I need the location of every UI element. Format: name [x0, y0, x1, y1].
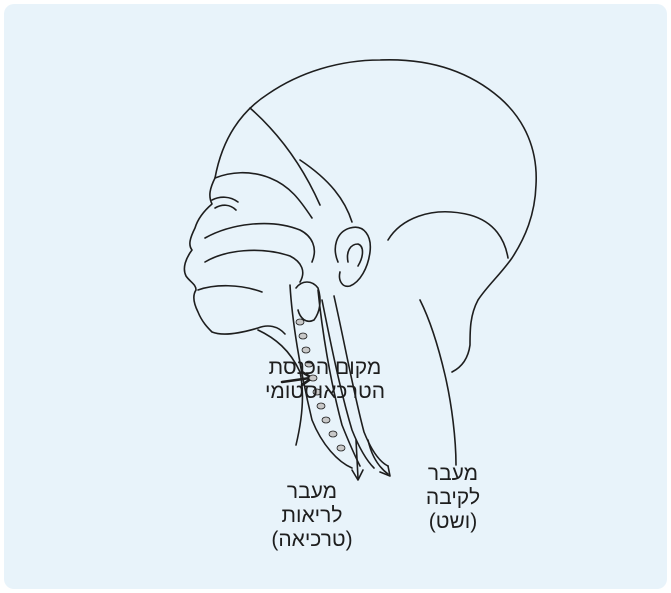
hair-line: [215, 173, 312, 218]
to-lungs-label: מעבר לריאות (טרכיאה): [252, 480, 372, 552]
insertion-site-line2: הטרכאוסטומי: [250, 380, 400, 404]
mouth-line: [198, 286, 262, 292]
to-stomach-line2: לקיבה: [398, 486, 508, 510]
insertion-site-label: מקום הכנסת הטרכאוסטומי: [250, 356, 400, 404]
to-lungs-line3: (טרכיאה): [252, 528, 372, 552]
head-outline: [215, 60, 536, 372]
to-stomach-line1: מעבר: [398, 462, 508, 486]
to-stomach-line3: (ושט): [398, 510, 508, 534]
palate: [205, 250, 303, 282]
lungs-arrow: [356, 440, 358, 478]
back-neck: [420, 300, 456, 465]
eyelid: [212, 197, 238, 202]
ear-inner: [347, 244, 362, 266]
larynx: [296, 282, 320, 321]
eye: [215, 205, 236, 210]
to-lungs-line2: לריאות: [252, 504, 372, 528]
to-lungs-line1: מעבר: [252, 480, 372, 504]
nasal-passage: [205, 224, 314, 262]
to-stomach-label: מעבר לקיבה (ושט): [398, 462, 508, 534]
hair-line-4: [388, 212, 508, 258]
face-profile: [184, 178, 285, 334]
hair-line-2: [250, 108, 320, 205]
ear: [335, 227, 370, 286]
insertion-site-line1: מקום הכנסת: [250, 356, 400, 380]
